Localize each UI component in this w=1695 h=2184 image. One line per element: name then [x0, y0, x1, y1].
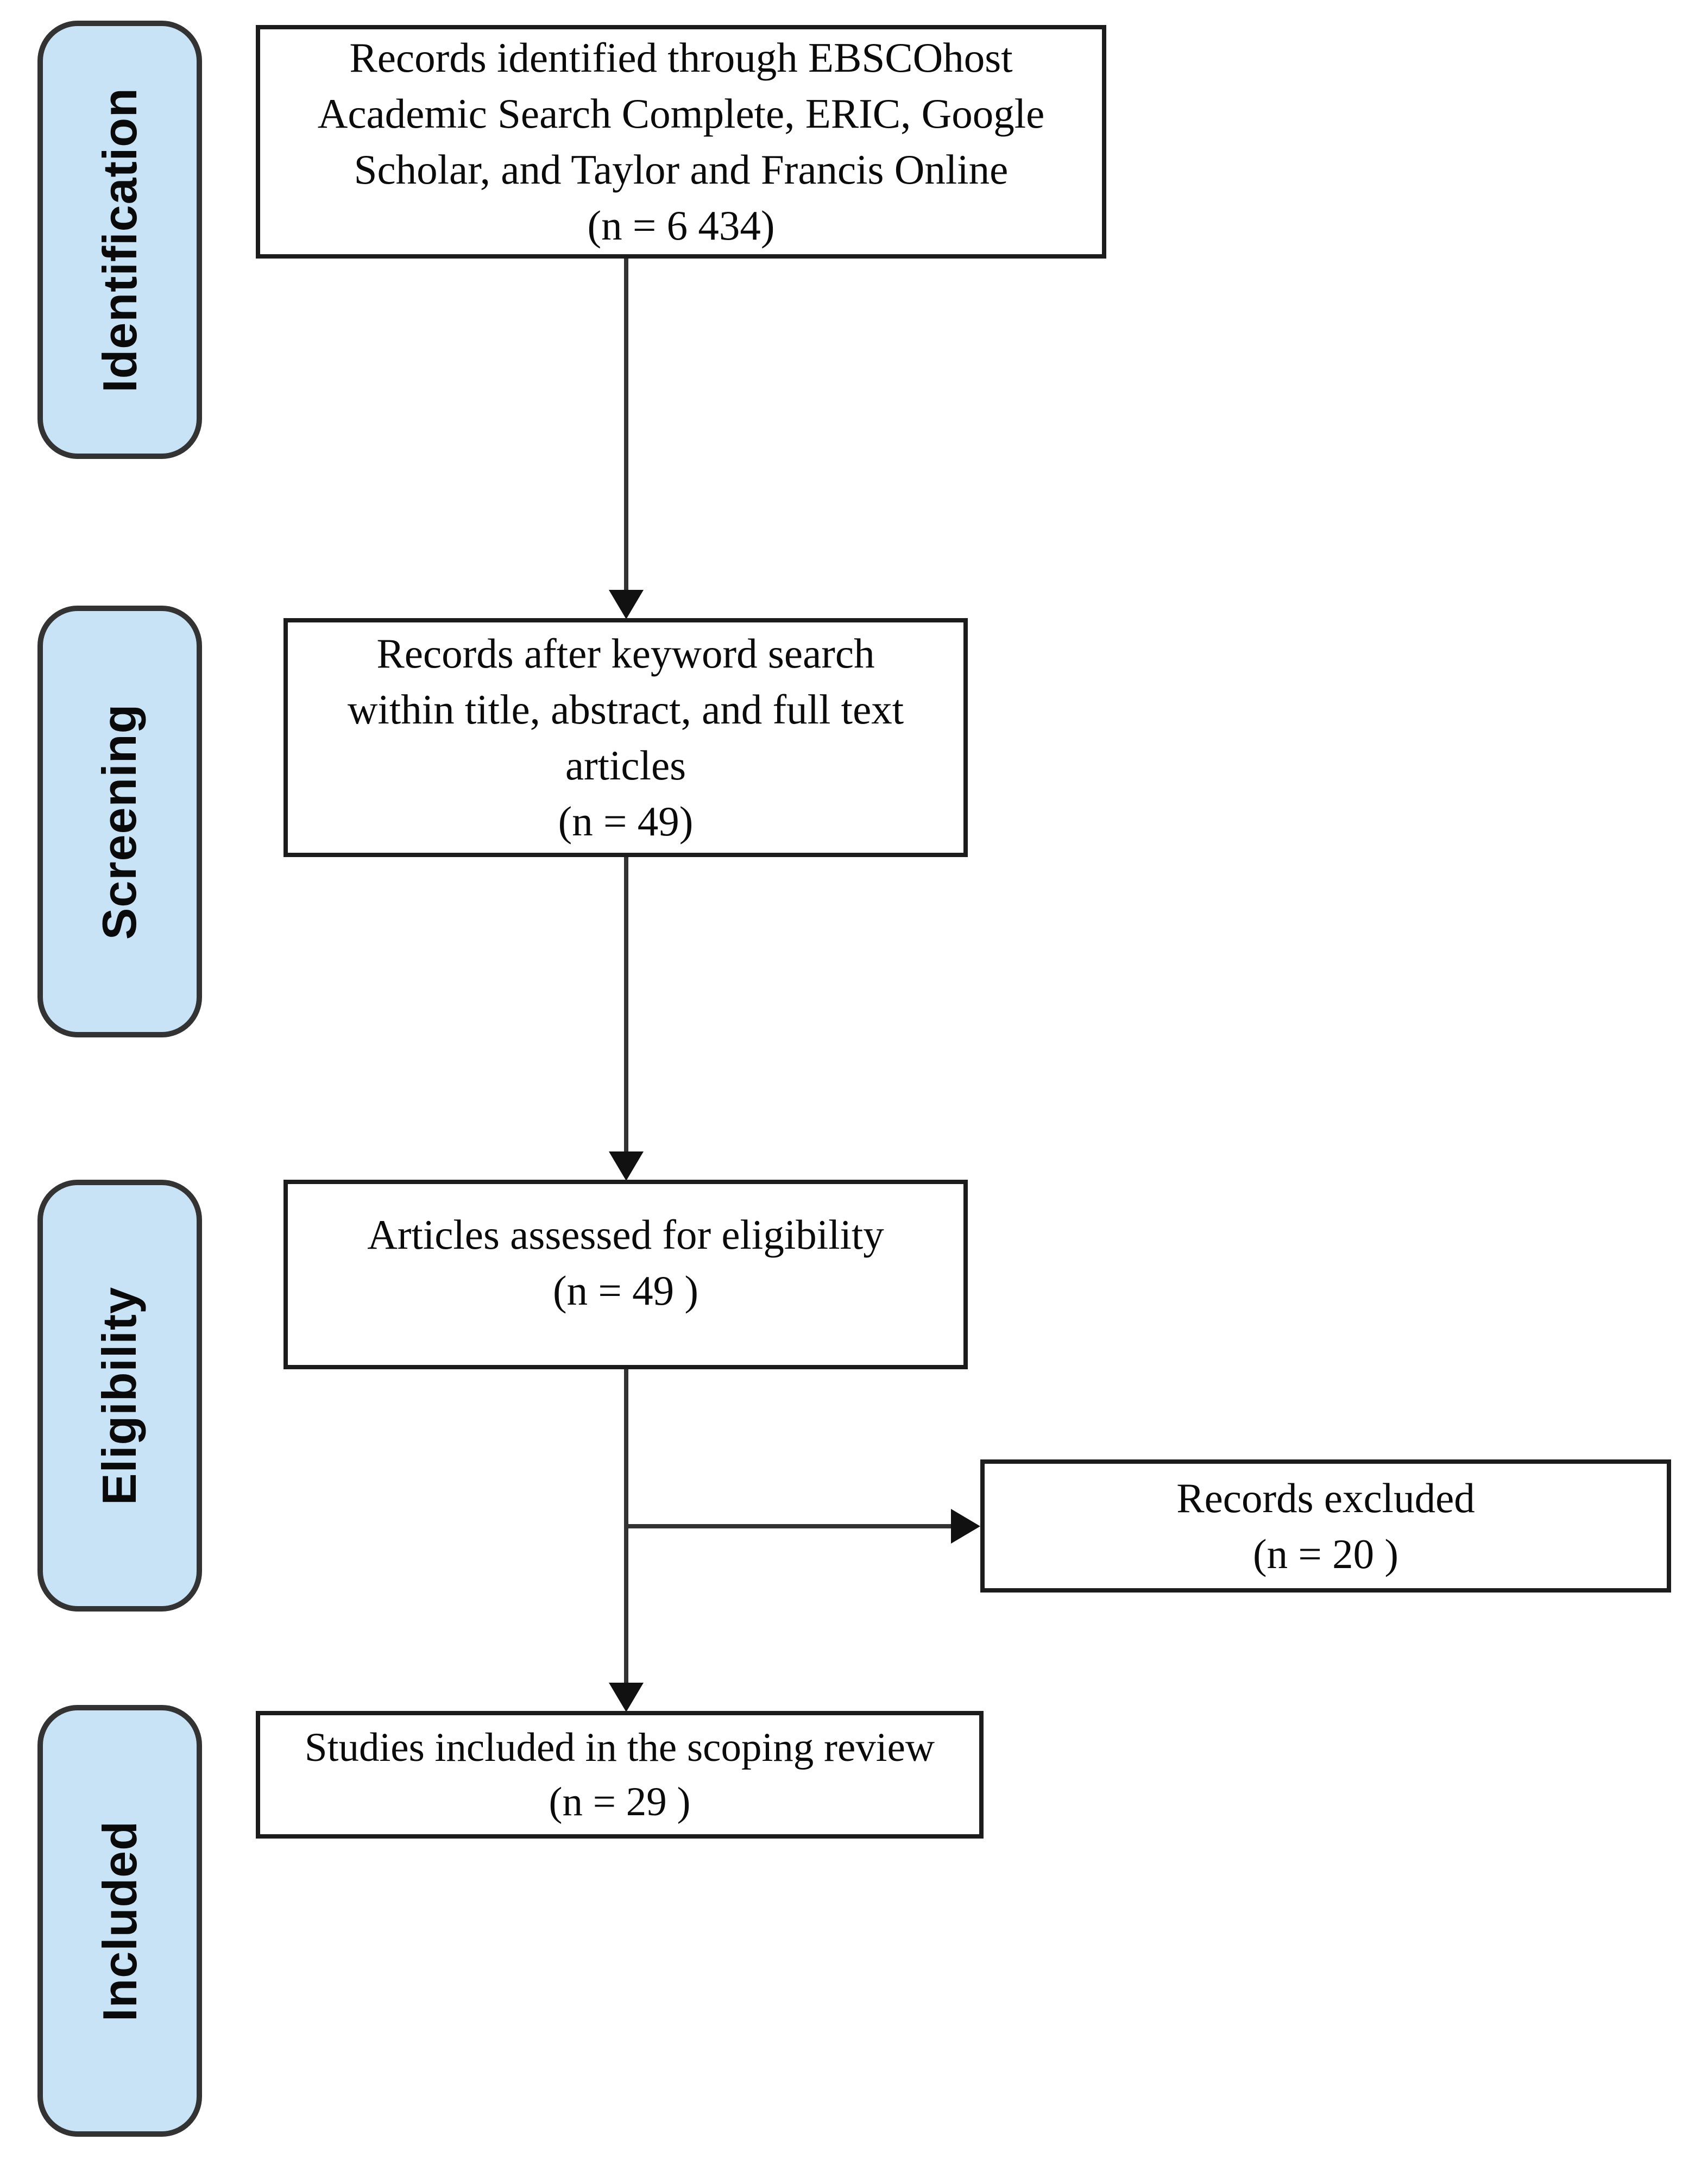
flow-line-screening-to-eligibility: [624, 857, 628, 1153]
box-records-identified-line: Records identified through EBSCOhost: [349, 34, 1013, 81]
box-studies-included: Studies included in the scoping review (…: [256, 1711, 984, 1839]
box-records-identified-count: (n = 6 434): [587, 202, 775, 249]
arrowhead-down-icon: [609, 1683, 644, 1712]
box-records-identified-line: Academic Search Complete, ERIC, Google: [317, 90, 1045, 137]
flow-line-eligibility-to-excluded: [626, 1524, 952, 1528]
box-records-identified-line: Scholar, and Taylor and Francis Online: [354, 146, 1009, 193]
box-records-after-keyword-search-count: (n = 49): [558, 798, 694, 845]
stage-included-label: Included: [92, 1820, 147, 2022]
arrowhead-down-icon: [609, 1151, 644, 1181]
box-records-excluded-line: Records excluded: [1176, 1474, 1475, 1521]
flow-line-identification-to-screening: [624, 259, 628, 592]
box-studies-included-line: Studies included in the scoping review: [304, 1724, 935, 1770]
box-articles-assessed: Articles assessed for eligibility (n = 4…: [283, 1180, 968, 1369]
stage-eligibility-label: Eligibility: [92, 1286, 147, 1505]
box-records-after-keyword-search: Records after keyword search within titl…: [283, 618, 968, 857]
stage-included: Included: [37, 1705, 202, 2137]
stage-eligibility: Eligibility: [37, 1180, 202, 1612]
arrowhead-down-icon: [609, 590, 644, 619]
arrowhead-right-icon: [951, 1509, 980, 1544]
stage-screening-label: Screening: [92, 703, 147, 940]
box-articles-assessed-line: Articles assessed for eligibility: [367, 1211, 884, 1258]
box-studies-included-count: (n = 29 ): [549, 1779, 691, 1824]
box-records-after-keyword-search-line: articles: [565, 742, 686, 789]
box-articles-assessed-count: (n = 49 ): [553, 1267, 698, 1314]
stage-identification: Identification: [37, 21, 202, 459]
stage-screening: Screening: [37, 606, 202, 1037]
box-records-excluded-count: (n = 20 ): [1253, 1530, 1398, 1577]
stage-identification-label: Identification: [92, 87, 147, 393]
box-records-excluded: Records excluded (n = 20 ): [980, 1459, 1671, 1593]
box-records-identified: Records identified through EBSCOhost Aca…: [256, 25, 1106, 259]
box-records-after-keyword-search-line: within title, abstract, and full text: [347, 686, 904, 733]
box-records-after-keyword-search-line: Records after keyword search: [376, 630, 875, 677]
